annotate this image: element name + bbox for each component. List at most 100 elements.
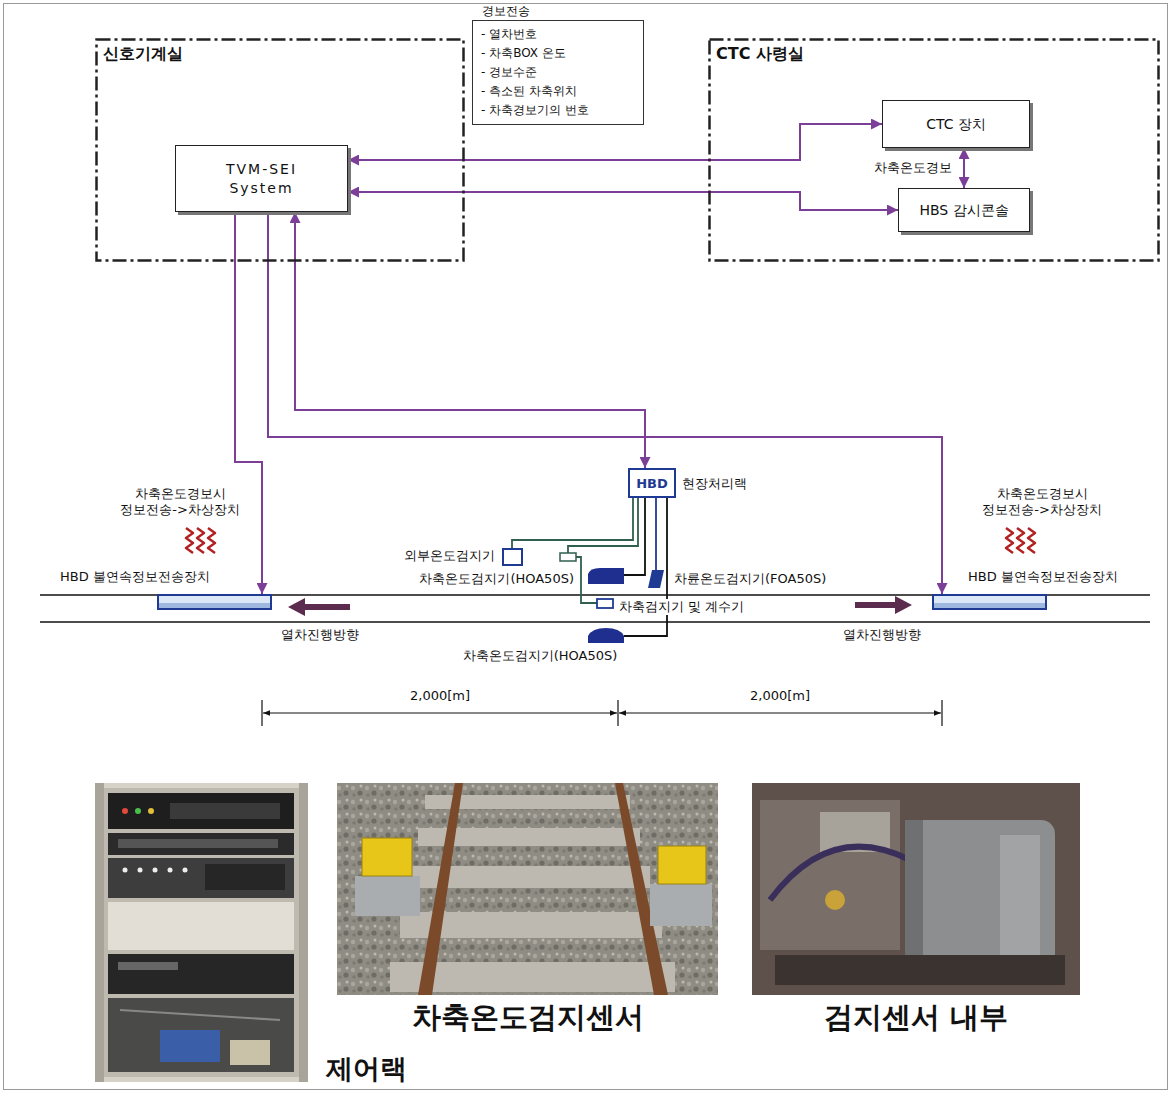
list-item: - 차축경보기의 번호 (481, 101, 635, 120)
warning-wave (208, 528, 215, 553)
sensor-label: 외부온도검지기 (402, 548, 497, 564)
control-rack-photo (135, 808, 141, 814)
sensor-symbol (503, 549, 522, 565)
alarm-list-box: 경보전송- 열차번호- 차축BOX 온도- 경보수준- 측소된 차축위치- 차축… (472, 4, 644, 125)
dimension-label: 2,000[m] (408, 688, 472, 704)
control-rack-photo (104, 788, 299, 1077)
rack-frame: HBD (628, 468, 676, 498)
list-item: - 경보수준 (481, 63, 635, 82)
control-rack-photo (95, 783, 104, 1082)
direction-label: 열차진행방향 (279, 627, 361, 643)
sensor-wire (568, 498, 638, 553)
list-item: - 열차번호 (481, 25, 635, 44)
direction-label: 열차진행방향 (841, 627, 923, 643)
signal-connector (963, 148, 965, 188)
track-sensor-photo (650, 884, 712, 926)
warning-wave (1006, 528, 1013, 553)
control-rack-photo (120, 1010, 280, 1020)
control-rack-photo (118, 839, 278, 848)
track-sensor-photo (418, 783, 463, 995)
warning-wave (1028, 528, 1035, 553)
signal-connector (235, 212, 262, 594)
transmitter-label: HBD 불연속정보전송장치 (60, 568, 210, 586)
photo-caption: 검지센서 내부 (822, 1000, 1010, 1035)
track-sensor-photo (337, 783, 718, 995)
control-rack-photo (170, 803, 280, 819)
control-rack-photo (160, 1030, 220, 1062)
list-heading: 경보전송 (482, 4, 644, 19)
track-sensor-photo (362, 838, 412, 876)
dimension-line (261, 700, 262, 726)
sensor-interior-photo (905, 820, 923, 970)
signal-connector (295, 212, 645, 468)
control-rack-photo (108, 858, 294, 898)
transmitter-label: HBD 불연속정보전송장치 (968, 568, 1118, 586)
direction-arrow (288, 596, 912, 616)
warning-wave (197, 528, 204, 553)
rail (40, 595, 1150, 622)
connector-label: 차축온도경보 (872, 159, 954, 177)
dimension-line (617, 700, 618, 726)
control-rack-photo (205, 864, 285, 890)
control-rack-photo (230, 1040, 270, 1065)
rack-caption: 현장처리랙 (682, 475, 747, 493)
transmitter: HBD 불연속정보전송장치 (60, 568, 275, 614)
dimension-line (262, 700, 942, 726)
device-box: CTC 장치 (882, 100, 1030, 148)
sensor-interior-photo (752, 783, 1080, 995)
sensor-interior-photo (905, 820, 1055, 970)
page-frame (4, 4, 1168, 1090)
sensor-label: 차축온도검지기(HOA50S) (417, 571, 576, 587)
sensor-symbol (560, 553, 576, 561)
transmitter: HBD 불연속정보전송장치 (928, 568, 1160, 614)
sensor-symbol (503, 549, 664, 643)
box-label: TVM-SEI System (212, 160, 312, 198)
sensor-interior-photo (1000, 835, 1040, 955)
region-title: 신호기계실 (103, 44, 183, 65)
field-rack-box: HBD 현장처리랙 (628, 468, 778, 500)
sensor-symbol (588, 568, 624, 584)
region-title: CTC 사령실 (716, 44, 804, 65)
room-region: CTC 사령실CTC 장치HBS 감시콘솔 (708, 38, 1160, 262)
warning-wave (186, 528, 193, 553)
control-rack-photo (138, 868, 143, 873)
dimension-line (619, 712, 941, 713)
control-rack-photo (95, 783, 308, 1082)
sensor-wire (624, 498, 667, 636)
sensor-symbol (597, 599, 613, 608)
control-rack-photo (108, 833, 294, 855)
control-rack-photo (123, 868, 128, 873)
control-rack-photo (108, 793, 294, 829)
sensor-symbol (588, 628, 624, 643)
control-rack-photo (299, 783, 308, 1082)
region-border (710, 40, 1159, 261)
track-sensor-photo (355, 876, 420, 916)
control-rack-photo (148, 808, 154, 814)
sensor-interior-photo (752, 783, 1080, 995)
room-region: 신호기계실 TVM-SEI System (95, 38, 465, 262)
control-rack-photo (108, 954, 294, 994)
track-sensor-photo (658, 846, 706, 884)
alarm-note: 차축온도경보시 정보전송->차상장치 (103, 486, 257, 517)
sensor-label: 차륜온도검지기(FOA50S) (672, 571, 828, 587)
warning-wave (1017, 528, 1024, 553)
rack-name: HBD (636, 476, 668, 491)
transmitter-bar (932, 594, 1047, 610)
list-frame: - 열차번호- 차축BOX 온도- 경보수준- 측소된 차축위치- 차축경보기의… (472, 20, 644, 125)
photo-caption: 제어랙 (324, 1053, 409, 1085)
signal-connector (268, 212, 942, 594)
sensor-interior-photo (825, 890, 845, 910)
system-box: TVM-SEI System (175, 145, 348, 212)
signal-connector (348, 124, 882, 160)
control-rack-photo (95, 783, 308, 1082)
box-label: CTC 장치 (926, 115, 986, 134)
dimension-line (941, 700, 942, 726)
direction-arrow (855, 596, 912, 614)
control-rack-photo (183, 868, 188, 873)
sensor-symbol (648, 570, 664, 588)
sensor-wire (624, 498, 645, 575)
sensor-label: 차축온도검지기(HOA50S) (461, 648, 620, 664)
dimension-label: 2,000[m] (748, 688, 812, 704)
direction-arrow (288, 598, 350, 616)
